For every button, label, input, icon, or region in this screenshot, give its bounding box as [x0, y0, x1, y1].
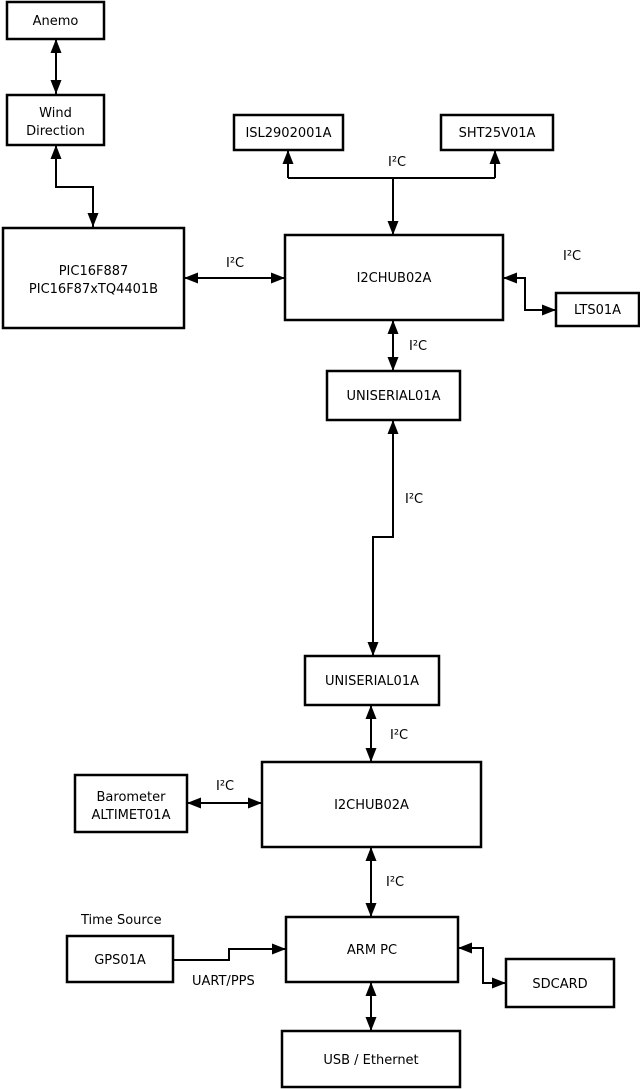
- box-uniserial-bottom-label: UNISERIAL01A: [325, 674, 419, 689]
- box-i2chub-bottom: I2CHUB02A: [260, 760, 483, 849]
- label-time-source: Time Source: [80, 913, 162, 928]
- box-gps: GPS01A: [65, 934, 175, 984]
- box-gps-label: GPS01A: [94, 953, 146, 968]
- connector-uniserial-top-uniserial-bottom: [367, 420, 399, 656]
- box-usb-ethernet: USB / Ethernet: [280, 1029, 462, 1089]
- box-barometer-label-line2: ALTIMET01A: [92, 808, 171, 823]
- connector-armpc-sdcard: [458, 942, 506, 989]
- box-uniserial-top-label: UNISERIAL01A: [347, 389, 441, 404]
- box-sht-label: SHT25V01A: [459, 126, 536, 141]
- box-pic-label-line1: PIC16F887: [59, 264, 129, 279]
- box-i2chub-top-label: I2CHUB02A: [357, 271, 432, 286]
- box-lts-label: LTS01A: [574, 303, 621, 318]
- box-isl-label: ISL2902001A: [245, 126, 331, 141]
- box-sdcard-label: SDCARD: [532, 977, 587, 992]
- box-sht: SHT25V01A: [439, 113, 555, 152]
- label-i2c-hub-uniserial: I²C: [409, 339, 427, 354]
- label-i2c-pic-hub: I²C: [226, 256, 244, 271]
- label-i2c-uniserial-hub: I²C: [390, 728, 408, 743]
- box-wind-direction-label-line1: Wind: [39, 106, 72, 121]
- box-anemo: Anemo: [5, 0, 106, 41]
- label-i2c-hub-armpc: I²C: [386, 875, 404, 890]
- box-isl: ISL2902001A: [232, 113, 345, 152]
- connector-winddirection-pic: [50, 145, 99, 227]
- connector-i2chub-top-lts: [503, 272, 556, 316]
- label-i2c-hub-lts: I²C: [563, 249, 581, 264]
- box-uniserial-top: UNISERIAL01A: [325, 369, 462, 422]
- box-arm-pc-label: ARM PC: [347, 943, 397, 958]
- box-usb-ethernet-label: USB / Ethernet: [323, 1053, 418, 1068]
- box-barometer: Barometer ALTIMET01A: [73, 773, 189, 834]
- box-wind-direction: Wind Direction: [5, 93, 106, 147]
- label-uart-pps: UART/PPS: [192, 974, 255, 989]
- box-i2chub-bottom-label: I2CHUB02A: [334, 798, 409, 813]
- box-lts: LTS01A: [554, 291, 640, 328]
- label-i2c-top-bus: I²C: [388, 155, 406, 170]
- box-sdcard: SDCARD: [504, 957, 616, 1009]
- box-anemo-label: Anemo: [33, 14, 79, 29]
- box-i2chub-top: I2CHUB02A: [283, 233, 505, 322]
- box-uniserial-bottom: UNISERIAL01A: [303, 654, 441, 707]
- label-i2c-long-link: I²C: [405, 492, 423, 507]
- box-pic-label-line2: PIC16F87xTQ4401B: [29, 282, 158, 297]
- box-barometer-label-line1: Barometer: [97, 790, 167, 805]
- box-wind-direction-label-line2: Direction: [26, 124, 85, 139]
- connector-gps-armpc: [173, 943, 286, 961]
- box-arm-pc: ARM PC: [284, 915, 460, 984]
- label-i2c-barometer-hub: I²C: [216, 779, 234, 794]
- box-pic: PIC16F887 PIC16F87xTQ4401B: [1, 226, 186, 330]
